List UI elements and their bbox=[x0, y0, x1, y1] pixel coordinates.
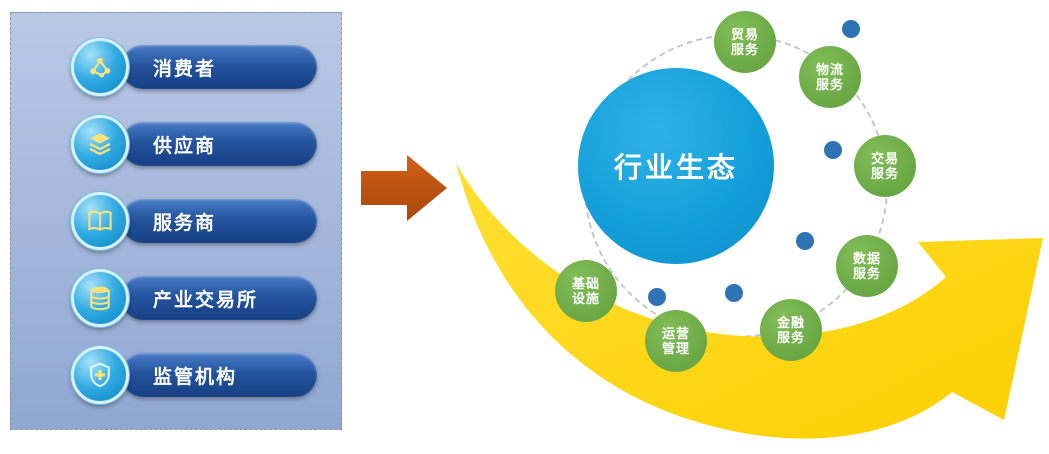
list-item-supplier: 供应商 bbox=[71, 115, 317, 173]
satellite-infrastructure: 基础 设施 bbox=[555, 260, 617, 322]
layers-icon bbox=[71, 115, 129, 173]
center-label: 行业生态 bbox=[613, 152, 738, 183]
pill-regulator: 监管机构 bbox=[121, 353, 317, 397]
satellite-label-line1: 金融 bbox=[776, 315, 805, 330]
satellite-label-line1: 物流 bbox=[815, 62, 844, 77]
pill-consumer: 消费者 bbox=[121, 45, 317, 89]
network-icon bbox=[71, 38, 129, 96]
list-item-service-provider: 服务商 bbox=[71, 192, 317, 250]
satellite-label-line2: 服务 bbox=[776, 330, 805, 345]
satellite-label-line1: 数据 bbox=[852, 251, 881, 266]
satellite-label-line1: 基础 bbox=[571, 276, 600, 291]
satellite-logistics-services: 物流 服务 bbox=[799, 46, 861, 108]
stakeholder-panel: 消费者 供应商 服务商 bbox=[10, 12, 342, 430]
center-circle-industry-ecosystem: 行业生态 bbox=[578, 68, 774, 264]
satellite-financial-services: 金融 服务 bbox=[760, 299, 822, 361]
satellite-label-line1: 交易 bbox=[870, 151, 899, 166]
pill-industry-exchange: 产业交易所 bbox=[121, 276, 317, 320]
orbit-dot bbox=[796, 232, 814, 250]
list-item-regulator: 监管机构 bbox=[71, 346, 317, 404]
orbit-dot bbox=[842, 20, 860, 38]
database-icon bbox=[71, 269, 129, 327]
satellite-label-line2: 管理 bbox=[661, 341, 690, 356]
satellite-label-line2: 服务 bbox=[870, 166, 899, 181]
satellite-label-line2: 服务 bbox=[730, 42, 759, 57]
orbit-dot bbox=[824, 141, 842, 159]
pill-supplier: 供应商 bbox=[121, 122, 317, 166]
satellite-transaction-services: 交易 服务 bbox=[854, 135, 916, 197]
satellite-data-services: 数据 服务 bbox=[836, 235, 898, 297]
satellite-label-line2: 服务 bbox=[815, 77, 844, 92]
shield-icon bbox=[71, 346, 129, 404]
pill-service-provider: 服务商 bbox=[121, 199, 317, 243]
satellite-label-line1: 贸易 bbox=[730, 27, 759, 42]
book-icon bbox=[71, 192, 129, 250]
list-item-consumer: 消费者 bbox=[71, 38, 317, 96]
satellite-label-line2: 设施 bbox=[571, 291, 600, 306]
list-item-industry-exchange: 产业交易所 bbox=[71, 269, 317, 327]
satellite-trade-services: 贸易 服务 bbox=[714, 11, 776, 73]
orbit-dot bbox=[648, 288, 666, 306]
orbit-dot bbox=[725, 284, 743, 302]
satellite-operations-management: 运营 管理 bbox=[645, 310, 707, 372]
satellite-label-line2: 服务 bbox=[852, 266, 881, 281]
satellite-label-line1: 运营 bbox=[661, 326, 690, 341]
flow-right-arrow bbox=[361, 155, 447, 221]
